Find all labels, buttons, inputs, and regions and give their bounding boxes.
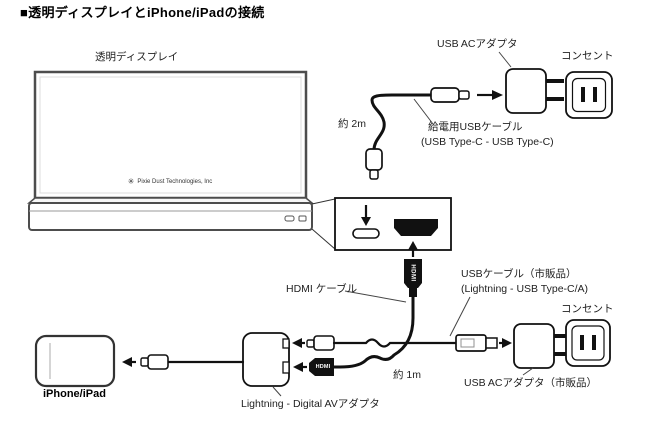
usb-cable-name: USBケーブル（市販品） [461, 268, 577, 280]
page-title: ■透明ディスプレイとiPhone/iPadの接続 [20, 5, 265, 20]
power-cable-label-leader [413, 98, 434, 125]
top-outlet-label: コンセント [561, 50, 614, 62]
top-adapter-label: USB ACアダプタ [437, 38, 518, 50]
lightning-to-phone [122, 354, 245, 370]
arrow-left-icon [293, 362, 303, 372]
av-adapter-charge-port [282, 338, 290, 349]
av-adapter-label-leader [272, 386, 282, 397]
brand-name: Pixie Dust Technologies, Inc [137, 179, 213, 185]
device-label: iPhone/iPad [43, 388, 106, 400]
display-label: 透明ディスプレイ [95, 51, 179, 63]
transparent-display-illustration [26, 70, 315, 231]
av-adapter-hdmi-port [282, 361, 290, 374]
iphone-illustration [34, 334, 116, 388]
outlet-top [565, 71, 613, 119]
usb-cable-spec: (Lightning - USB Type-C/A) [461, 283, 589, 295]
adapter-label-leader [498, 51, 512, 68]
port-zoom-callout [311, 197, 452, 251]
display-hdmi-port [298, 215, 307, 222]
hdmi-plug-bottom [309, 358, 334, 376]
hdmi-plug-top [404, 259, 422, 288]
hdmi-cable-label: HDMI ケーブル [286, 283, 358, 295]
usbc-plug-horizontal [430, 87, 460, 103]
lightning-plug [313, 335, 335, 351]
arrow-right-icon [502, 338, 512, 348]
cable-length-1m: 約 1m [393, 369, 422, 381]
zoom-hdmi-port [394, 219, 438, 236]
usb-ac-adapter-bottom [513, 323, 566, 369]
arrow-left-icon [292, 338, 302, 348]
arrow-up-icon [408, 241, 418, 250]
av-adapter-label: Lightning - Digital AVアダプタ [241, 398, 380, 410]
usb-cable-label-leader [449, 296, 471, 337]
av-adapter-illustration [242, 332, 290, 387]
lightning-usb-cable [292, 334, 512, 352]
power-cable-spec: (USB Type-C - USB Type-C) [421, 136, 554, 148]
display-usbc-port [284, 215, 295, 222]
arrow-right-icon [492, 90, 503, 100]
arrow-left-icon [122, 357, 132, 367]
outlet-bottom [565, 319, 611, 367]
bottom-adapter-label: USB ACアダプタ（市販品） [464, 377, 598, 389]
usbc-plug-vertical [365, 148, 383, 171]
hdmi-cable-assembly [293, 241, 422, 376]
power-cable-name: 給電用USBケーブル [428, 121, 523, 133]
zoom-usbc-port [352, 228, 380, 239]
bottom-outlet-label: コンセント [561, 303, 614, 315]
usb-ac-adapter-top [505, 68, 564, 114]
cable-length-2m: 約 2m [338, 118, 367, 130]
bottom-adapter-label-leader [522, 367, 534, 376]
usbc-power-cable [365, 87, 503, 180]
pixiedust-logo-icon: ✳ [127, 177, 135, 186]
hdmi-label-leader [344, 290, 407, 303]
display-brand: ✳ Pixie Dust Technologies, Inc [90, 178, 250, 186]
